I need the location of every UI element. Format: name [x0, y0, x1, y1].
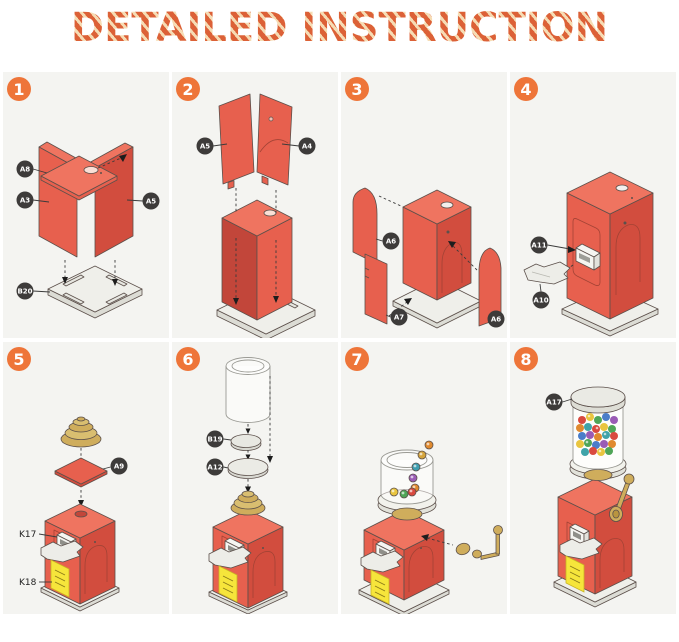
- panel-a6-right: [478, 247, 502, 327]
- svg-text:A11: A11: [531, 242, 546, 250]
- machine-body: [208, 490, 288, 614]
- part-label-a5: A5: [196, 137, 228, 155]
- step-number-badge: 6: [176, 347, 200, 371]
- svg-text:1: 1: [13, 80, 24, 99]
- step-panel-2: A5 A4 2: [172, 72, 338, 338]
- step-6-illustration: B19 A12 6: [176, 347, 288, 614]
- part-label-a5: A5: [126, 192, 160, 210]
- step-panel-8: A17 8: [510, 342, 676, 614]
- panel-a7: [364, 253, 388, 325]
- panel-a4: [256, 93, 293, 186]
- panel-a6-left: [352, 187, 378, 265]
- svg-text:B19: B19: [207, 436, 222, 444]
- step-panel-7: 7: [341, 342, 507, 614]
- svg-text:A17: A17: [546, 399, 561, 407]
- disc-b19: [230, 434, 262, 451]
- svg-text:K17: K17: [19, 530, 36, 540]
- crank-handle-parts: [421, 525, 503, 560]
- part-label-k18: K18: [19, 578, 52, 588]
- step-7-illustration: 7: [345, 347, 503, 614]
- svg-text:A4: A4: [302, 143, 312, 151]
- step-8-illustration: A17 8: [514, 347, 637, 608]
- step-number-badge: 3: [345, 77, 369, 101]
- part-label-a17: A17: [545, 393, 573, 411]
- panel-a5: [218, 93, 255, 190]
- panel-a5: [86, 142, 134, 258]
- svg-text:A3: A3: [20, 197, 30, 205]
- step-number-badge: 8: [514, 347, 538, 371]
- svg-text:A6: A6: [386, 238, 396, 246]
- step-panel-4: A11 A10 4: [510, 72, 676, 338]
- step-panel-6: B19 A12 6: [172, 342, 338, 614]
- machine-body: [553, 473, 637, 608]
- globe-lid-a17: [570, 386, 626, 414]
- step-number-badge: 5: [7, 347, 31, 371]
- step-number-badge: 7: [345, 347, 369, 371]
- svg-text:3: 3: [351, 80, 362, 99]
- svg-text:8: 8: [520, 350, 531, 369]
- step-3-illustration: A6 A7 A6 3: [345, 77, 505, 329]
- svg-text:A5: A5: [200, 143, 210, 151]
- candy-balls: [576, 413, 618, 456]
- candy-balls: [389, 440, 434, 499]
- part-label-a6-top: A6: [375, 232, 400, 250]
- part-label-k17: K17: [19, 530, 58, 540]
- machine-body: [358, 509, 450, 614]
- top-cap-a9: [54, 457, 108, 488]
- gold-knob: [60, 416, 102, 448]
- svg-text:7: 7: [351, 350, 362, 369]
- step-number-badge: 1: [7, 77, 31, 101]
- svg-text:5: 5: [13, 350, 24, 369]
- page-header: DETAILED INSTRUCTION: [0, 0, 679, 50]
- box-assembly: [402, 189, 472, 301]
- chute-piece-a11: [575, 243, 601, 271]
- part-label-b19: B19: [206, 430, 232, 448]
- svg-text:A5: A5: [146, 198, 156, 206]
- disc-a12: [227, 458, 269, 479]
- page-title: DETAILED INSTRUCTION: [0, 0, 679, 50]
- part-label-a7: A7: [385, 308, 408, 326]
- part-label-a10: A10: [532, 283, 550, 309]
- step-panel-1: A8 A3 A5 B20 1: [3, 72, 169, 338]
- steps-grid: A8 A3 A5 B20 1: [0, 72, 679, 614]
- box-assembly: [221, 199, 293, 321]
- part-label-a8: A8: [16, 160, 48, 178]
- svg-text:A8: A8: [20, 166, 30, 174]
- panel-a8: [40, 155, 118, 201]
- svg-text:A6: A6: [491, 316, 501, 324]
- part-label-a6-bottom: A6: [487, 310, 505, 328]
- part-label-a9: A9: [102, 457, 128, 475]
- svg-text:A10: A10: [533, 297, 548, 305]
- part-label-a3: A3: [16, 191, 50, 209]
- step-4-illustration: A11 A10 4: [514, 77, 659, 337]
- step-1-illustration: A8 A3 A5 B20 1: [7, 77, 160, 319]
- step-2-illustration: A5 A4 2: [176, 77, 316, 338]
- step-number-badge: 2: [176, 77, 200, 101]
- step-panel-5: A9 K17 K18 5: [3, 342, 169, 614]
- step-number-badge: 4: [514, 77, 538, 101]
- step-panel-3: A6 A7 A6 3: [341, 72, 507, 338]
- clear-cylinder: [225, 357, 271, 423]
- svg-text:2: 2: [182, 80, 193, 99]
- svg-text:A7: A7: [394, 314, 404, 322]
- svg-text:A9: A9: [114, 463, 124, 471]
- svg-text:B20: B20: [17, 288, 32, 296]
- part-label-a4: A4: [281, 137, 316, 155]
- tray-piece-a10: [523, 261, 571, 285]
- part-label-b20: B20: [16, 282, 51, 300]
- candy-globe: [570, 386, 626, 470]
- svg-text:A12: A12: [207, 464, 222, 472]
- step-5-illustration: A9 K17 K18 5: [7, 347, 128, 612]
- svg-text:6: 6: [182, 350, 193, 369]
- svg-text:4: 4: [520, 80, 531, 99]
- svg-text:K18: K18: [19, 578, 37, 588]
- base-plate: [47, 265, 143, 319]
- part-label-a12: A12: [206, 458, 229, 476]
- part-label-a11: A11: [530, 236, 576, 254]
- machine-body: [40, 503, 120, 612]
